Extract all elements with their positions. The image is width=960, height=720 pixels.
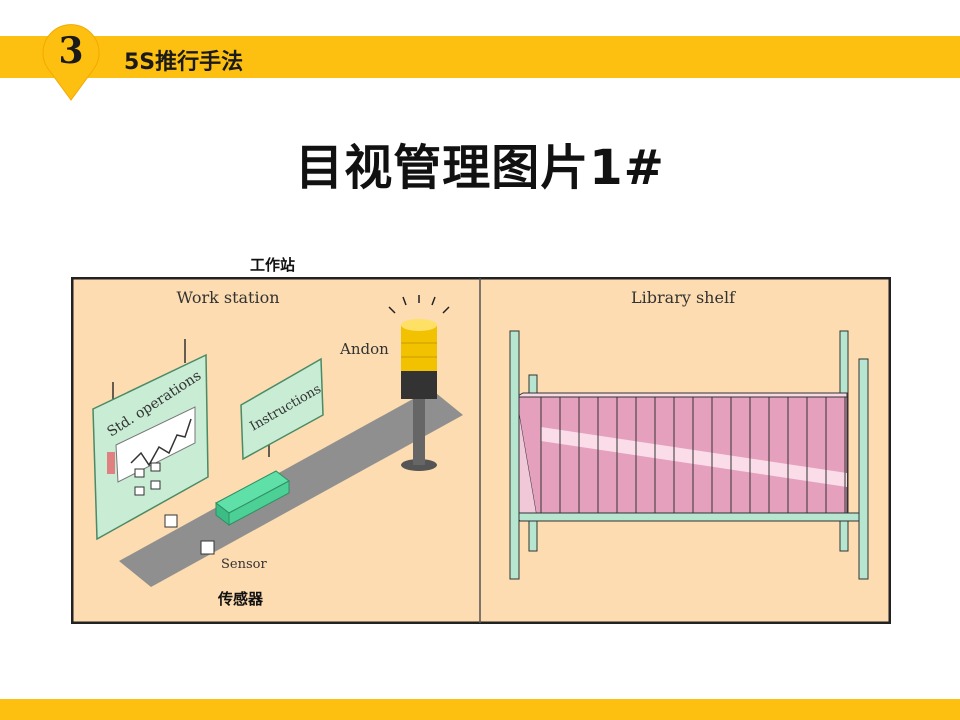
header-band bbox=[0, 36, 960, 78]
std-operations-board: Std. operations bbox=[92, 339, 209, 541]
sensor-text: Sensor bbox=[221, 557, 267, 572]
workpiece bbox=[215, 470, 290, 527]
andon-light-icon bbox=[388, 295, 450, 471]
section-number: 3 bbox=[58, 30, 84, 72]
slide-title: 目视管理图片1# bbox=[295, 140, 665, 196]
conveyor-belt bbox=[119, 389, 463, 587]
section-title: 5S推行手法 bbox=[124, 50, 244, 75]
library-shelf-caption: Library shelf bbox=[631, 288, 736, 307]
visual-management-figure: Work station Std. operations Instruction… bbox=[71, 277, 891, 624]
work-station-caption: Work station bbox=[176, 288, 279, 307]
work-station-label: 工作站 bbox=[250, 256, 296, 274]
andon-text: Andon bbox=[339, 340, 389, 358]
sensor-label: 传感器 bbox=[218, 590, 264, 608]
location-pin-icon bbox=[42, 24, 100, 101]
sensor-icon bbox=[164, 514, 215, 555]
footer-band bbox=[0, 699, 960, 720]
library-shelf bbox=[509, 330, 869, 580]
